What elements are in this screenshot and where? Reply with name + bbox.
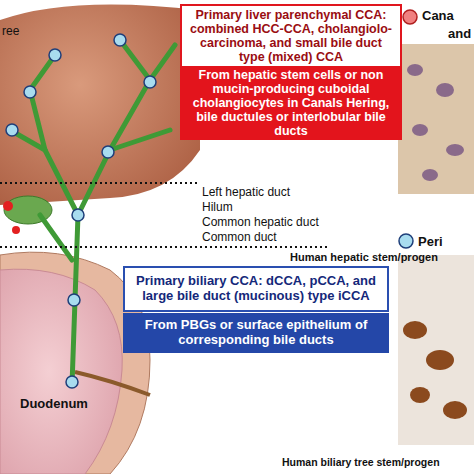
right-duct (78, 45, 175, 215)
niche-circle (68, 294, 80, 306)
niche-circle (49, 49, 61, 61)
cropped-label: ree (2, 24, 19, 38)
niche-circle (144, 76, 156, 88)
parenchymal-cca-box: Primary liver parenchymal CCA: combined … (180, 4, 402, 68)
nucleus (412, 124, 428, 136)
nucleus (446, 144, 464, 156)
cropped-label: Peri (418, 234, 443, 249)
stained-cell (410, 387, 430, 403)
nucleus (422, 169, 438, 181)
biliary-micrograph (398, 255, 474, 445)
biliary-cca-box: Primary biliary CCA: dCCA, pCCA, and lar… (123, 266, 389, 312)
red-dot (3, 201, 13, 211)
niche-circle (6, 124, 18, 136)
hepatic-micrograph (398, 44, 474, 194)
duct-label: Common duct (202, 230, 277, 244)
duct-label: Left hepatic duct (202, 185, 290, 199)
pancreas (0, 269, 122, 474)
niche-circle (72, 209, 84, 221)
duct-label: Common hepatic duct (202, 215, 319, 229)
duct-branch (110, 130, 170, 150)
stained-cell (426, 350, 454, 370)
level-line (0, 246, 330, 248)
niche-circle (66, 376, 78, 388)
box-text: From PBGs or surface epithelium of corre… (127, 318, 385, 347)
duct-label: Hilum (202, 200, 233, 214)
left-duct (30, 90, 78, 215)
box-text: Primary biliary CCA: dCCA, pCCA, and lar… (129, 274, 383, 303)
cropped-label: Cana (422, 8, 454, 23)
niche-circle (102, 146, 114, 158)
hepatic-origin-box: From hepatic stem cells or non mucin-pro… (180, 66, 402, 140)
blue-icon (399, 234, 413, 248)
nucleus (436, 83, 454, 97)
organ-label: Duodenum (20, 396, 88, 411)
box-text: Primary liver parenchymal CCA: combined … (186, 8, 396, 64)
stained-cell (403, 321, 427, 339)
level-line (0, 182, 200, 184)
stained-cell (443, 401, 467, 419)
stained-cells (403, 321, 467, 419)
cropped-label: and (448, 26, 471, 41)
duct-branch (120, 40, 150, 80)
red-dot (12, 226, 20, 234)
niche-circle (114, 34, 126, 46)
micrograph-caption: Human hepatic stem/progen (290, 251, 438, 263)
micrograph-nuclei (407, 64, 464, 181)
biliary-origin-box: From PBGs or surface epithelium of corre… (123, 313, 389, 353)
nucleus (407, 64, 423, 76)
micrograph-caption: Human biliary tree stem/progen (282, 456, 440, 468)
red-icon (403, 10, 417, 24)
pancreatic-duct (75, 372, 150, 395)
box-text: From hepatic stem cells or non mucin-pro… (184, 68, 398, 138)
level-line (170, 246, 330, 248)
cystic-duct (40, 215, 72, 260)
niche-circle (24, 86, 36, 98)
